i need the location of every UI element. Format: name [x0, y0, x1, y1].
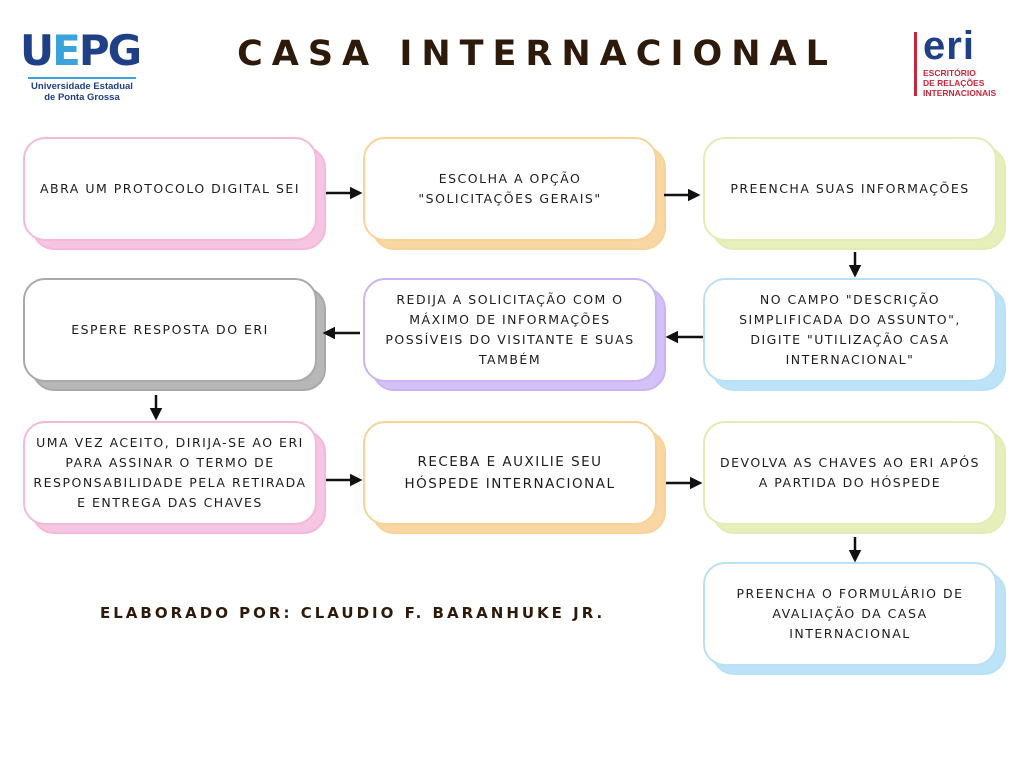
step-6-box: ESPERE RESPOSTA DO ERI	[23, 278, 317, 382]
step-7-box: UMA VEZ ACEITO, DIRIJA-SE AO ERI PARA AS…	[23, 421, 317, 525]
step-1-box: ABRA UM PROTOCOLO DIGITAL SEI	[23, 137, 317, 241]
uepg-logo-mark: UEPG	[20, 26, 142, 75]
step-6-text: ESPERE RESPOSTA DO ERI	[71, 322, 269, 337]
eri-logo-bar	[914, 32, 917, 96]
step-2-box: ESCOLHA A OPÇÃO "SOLICITAÇÕES GERAIS"	[363, 137, 657, 241]
credit-line: ELABORADO POR: CLAUDIO F. BARANHUKE JR.	[100, 604, 606, 622]
step-8-box: RECEBA E AUXILIE SEU HÓSPEDE INTERNACION…	[363, 421, 657, 525]
eri-logo-mark: eri	[923, 24, 975, 68]
step-9-text: DEVOLVA AS CHAVES AO ERI APÓS A PARTIDA …	[719, 455, 980, 490]
uepg-logo-line2: de Ponta Grossa	[44, 92, 120, 103]
step-5-text: REDIJA A SOLICITAÇÃO COM O MÁXIMO DE INF…	[385, 292, 635, 367]
step-10-text: PREENCHA O FORMULÁRIO DE AVALIAÇÃO DA CA…	[736, 586, 964, 641]
step-1-text: ABRA UM PROTOCOLO DIGITAL SEI	[39, 181, 301, 196]
page-title: CASA INTERNACIONAL	[237, 34, 837, 74]
step-4-text: NO CAMPO "DESCRIÇÃO SIMPLIFICADA DO ASSU…	[739, 292, 961, 367]
step-2-text: ESCOLHA A OPÇÃO "SOLICITAÇÕES GERAIS"	[418, 171, 602, 206]
step-4-box: NO CAMPO "DESCRIÇÃO SIMPLIFICADA DO ASSU…	[703, 278, 997, 382]
step-5-box: REDIJA A SOLICITAÇÃO COM O MÁXIMO DE INF…	[363, 278, 657, 382]
step-3-box: PREENCHA SUAS INFORMAÇÕES	[703, 137, 997, 241]
uepg-logo: UEPG Universidade Estadual de Ponta Gros…	[20, 28, 150, 104]
step-7-text: UMA VEZ ACEITO, DIRIJA-SE AO ERI PARA AS…	[33, 435, 307, 510]
step-8-text: RECEBA E AUXILIE SEU HÓSPEDE INTERNACION…	[404, 454, 616, 492]
uepg-logo-line1: Universidade Estadual	[31, 81, 133, 92]
eri-logo: eri ESCRITÓRIO DE RELAÇÕES INTERNACIONAI…	[914, 24, 1014, 100]
step-9-box: DEVOLVA AS CHAVES AO ERI APÓS A PARTIDA …	[703, 421, 997, 525]
eri-logo-subtitle: ESCRITÓRIO DE RELAÇÕES INTERNACIONAIS	[923, 68, 997, 98]
step-3-text: PREENCHA SUAS INFORMAÇÕES	[730, 181, 970, 196]
step-10-box: PREENCHA O FORMULÁRIO DE AVALIAÇÃO DA CA…	[703, 562, 997, 666]
uepg-logo-rule	[28, 77, 136, 79]
